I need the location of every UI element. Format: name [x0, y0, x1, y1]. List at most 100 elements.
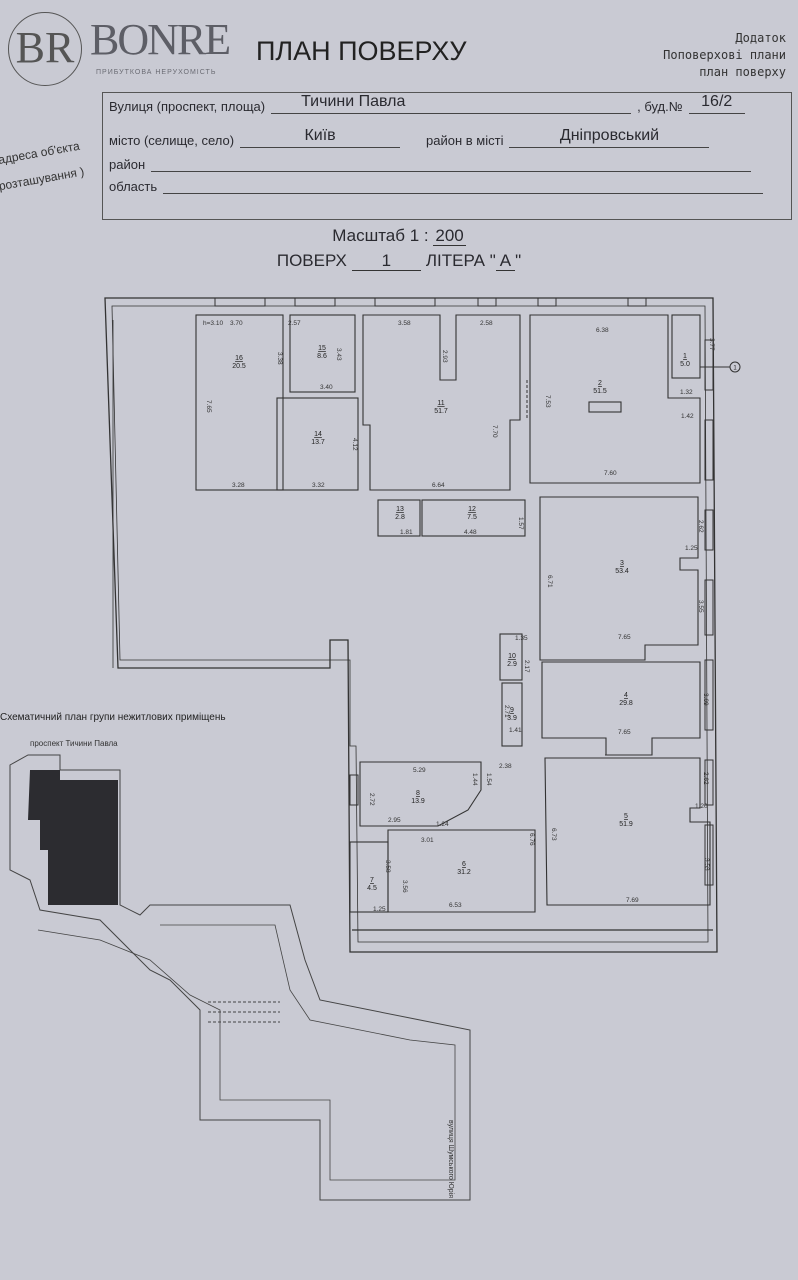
site-plan	[9, 754, 471, 1201]
region-value	[163, 179, 764, 194]
room-area: 2.9	[507, 661, 517, 668]
dimension-label: 1.57	[517, 517, 524, 530]
room-area: 3.9	[507, 715, 517, 722]
dimension-label: 1.41	[509, 727, 522, 734]
dimension-label: 3.56	[401, 880, 408, 893]
dimension-label: 3.43	[335, 348, 342, 361]
room-number: 11	[437, 400, 444, 407]
room-number: 9	[510, 707, 514, 714]
site-plan-street-top: проспект Тичини Павла	[30, 739, 118, 748]
letter-label: ЛІТЕРА "	[425, 251, 496, 270]
dimension-label: 1.44	[471, 773, 478, 786]
region-label: область	[109, 179, 158, 194]
scale-line: Масштаб 1 : 200	[0, 226, 798, 246]
dimension-label: 3.01	[421, 837, 434, 844]
dimension-label: 2.62	[702, 772, 709, 785]
site-plan-street-side: вулиця Шумського Юрія	[447, 1120, 454, 1199]
letter-close: "	[515, 251, 522, 270]
dimension-label: 2.38	[499, 763, 512, 770]
dimension-label: 4.12	[351, 438, 358, 451]
logo-mark: BR	[8, 12, 82, 86]
district-label: район	[109, 157, 146, 172]
dimension-label: 1.25	[685, 545, 698, 552]
floor-line: ПОВЕРХ 1 ЛІТЕРА "А"	[0, 251, 798, 271]
dimension-label: 1.35	[515, 635, 528, 642]
dimension-label: 2.62	[697, 520, 704, 533]
district-row: район	[109, 157, 752, 172]
dimension-label: 7.60	[604, 470, 617, 477]
dimension-label: 7.65	[618, 634, 631, 641]
dimension-label: 3.38	[276, 352, 283, 365]
room-area: 29.8	[619, 700, 633, 707]
region-row: область	[109, 179, 764, 194]
room-area: 51.7	[434, 408, 448, 415]
city-label: місто (селище, село)	[109, 133, 235, 148]
dimension-label: 2.17	[523, 660, 530, 673]
room-area: 13.7	[311, 439, 325, 446]
room-area: 51.5	[593, 388, 607, 395]
room-number: 16	[235, 355, 243, 362]
addendum-line: Поповерхові плани	[663, 48, 786, 62]
room-area: 53.4	[615, 568, 629, 575]
building-value: 16/2	[688, 93, 745, 114]
room-number: 7	[370, 877, 374, 884]
room-area: 13.9	[411, 798, 425, 805]
dimension-label: 6.76	[528, 833, 535, 846]
dimension-label: 4.48	[464, 529, 477, 536]
dimension-label: 7.70	[491, 425, 498, 438]
room-area: 5.0	[680, 361, 690, 368]
dimension-label: 1.32	[680, 389, 693, 396]
dimension-label: 1.42	[681, 413, 694, 420]
dimension-label: 3.58	[398, 320, 411, 327]
walls	[104, 297, 718, 953]
dimension-label: 2.93	[441, 350, 448, 363]
dimension-label: 1.24	[436, 821, 449, 828]
street-row: Вулиця (проспект, площа) Тичини Павла , …	[109, 93, 745, 114]
floor-label: ПОВЕРХ	[276, 251, 347, 270]
addendum-line: Додаток	[735, 31, 786, 45]
dimension-label: 6.64	[432, 482, 445, 489]
open-partitions	[526, 380, 652, 756]
dimension-label: 3.69	[702, 693, 709, 706]
dimension-label: 1.54	[485, 773, 492, 786]
dimension-label: 3.70	[230, 320, 243, 327]
room-number: 12	[468, 506, 476, 513]
dimension-label: 6.53	[449, 902, 462, 909]
building-footprint	[28, 770, 118, 905]
addendum-block: Додаток Поповерхові плани план поверху	[663, 30, 786, 81]
dimension-label: 7.65	[205, 400, 212, 413]
building-label: , буд.№	[637, 99, 683, 114]
room-area: 2.8	[395, 514, 405, 521]
windows	[214, 297, 714, 886]
dimension-label: 2.72	[368, 793, 375, 806]
addendum-line: план поверху	[699, 65, 786, 79]
dimension-label: h=3.10	[203, 320, 223, 327]
scale-label: Масштаб 1 :	[332, 226, 429, 245]
district-value	[151, 157, 752, 172]
logo-name: BONRE	[90, 15, 231, 64]
address-box: Вулиця (проспект, площа) Тичини Павла , …	[102, 92, 792, 220]
room-area: 51.9	[619, 821, 633, 828]
page-title: ПЛАН ПОВЕРХУ	[256, 36, 467, 66]
dimension-label: 6.38	[596, 327, 609, 334]
axis-marker: 1	[700, 361, 741, 373]
dimension-label: 2.95	[388, 817, 401, 824]
city-district-value: Дніпровський	[509, 127, 710, 148]
logo-tagline: ПРИБУТКОВА НЕРУХОМІСТЬ	[96, 69, 217, 76]
room-number: 14	[314, 431, 322, 438]
room-area: 31.2	[457, 869, 471, 876]
dimension-label: 2.57	[288, 320, 301, 327]
dimension-label: 3.58	[384, 860, 391, 873]
dimension-label: 3.32	[312, 482, 325, 489]
dimension-label: 7.69	[626, 897, 639, 904]
room-number: 15	[318, 345, 326, 352]
site-plan-title: Схематичний план групи нежитлових приміщ…	[0, 712, 226, 723]
room-number: 5	[624, 813, 628, 820]
letter-value: А	[495, 251, 516, 271]
room-area: 4.5	[367, 885, 377, 892]
dimension-label: 5.29	[413, 767, 426, 774]
dimension-label: 7.53	[544, 395, 551, 408]
dimension-label: 2.58	[480, 320, 493, 327]
